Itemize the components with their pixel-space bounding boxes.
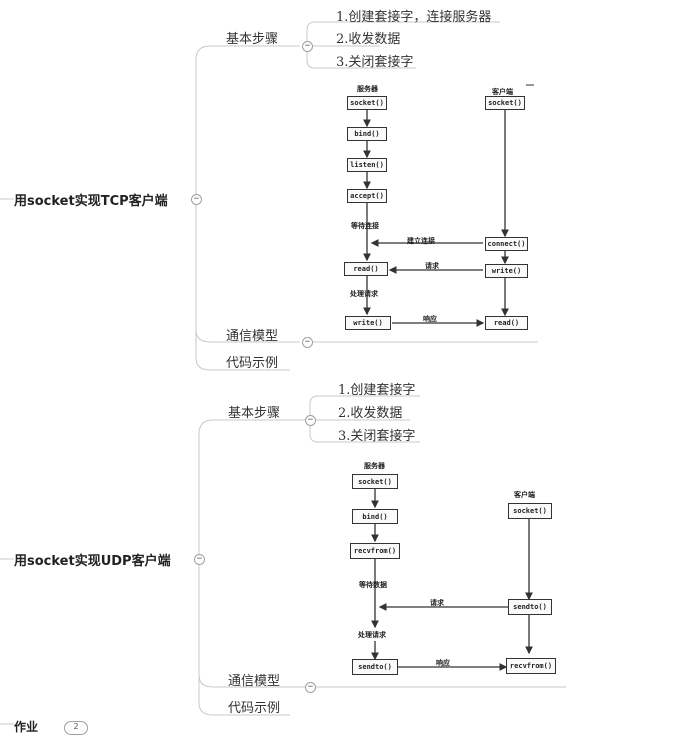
udp-server-sendto-node: sendto() xyxy=(352,659,398,675)
udp-model-toggle[interactable]: − xyxy=(305,682,316,693)
udp-server-recvfrom-node: recvfrom() xyxy=(350,543,400,559)
homework-collapsed-count[interactable]: 2 xyxy=(64,721,88,735)
tcp-step-3[interactable]: 3.关闭套接字 xyxy=(336,55,414,70)
tcp-client-title: 客户端 xyxy=(492,88,513,96)
tcp-example-label[interactable]: 代码示例 xyxy=(226,356,279,371)
udp-client-socket-node: socket() xyxy=(508,503,552,519)
tcp-topic[interactable]: 用socket实现TCP客户端 xyxy=(14,194,168,209)
tcp-server-title: 服务器 xyxy=(357,85,378,93)
udp-diagram-arrows xyxy=(371,489,533,671)
udp-request-label: 请求 xyxy=(430,599,444,607)
udp-step-3[interactable]: 3.关闭套接字 xyxy=(338,429,416,444)
tcp-steps-toggle[interactable]: − xyxy=(302,41,313,52)
tcp-client-read-node: read() xyxy=(485,316,528,330)
tcp-client-connect-node: connect() xyxy=(485,237,528,251)
udp-collapse-toggle[interactable]: − xyxy=(194,554,205,565)
tcp-model-label[interactable]: 通信模型 xyxy=(226,329,279,344)
udp-example-label[interactable]: 代码示例 xyxy=(228,701,281,716)
udp-step-2[interactable]: 2.收发数据 xyxy=(338,406,403,421)
tcp-steps-label[interactable]: 基本步骤 xyxy=(226,32,279,47)
udp-steps-label[interactable]: 基本步骤 xyxy=(228,406,281,421)
tcp-diagram: 服务器 客户端 socket() bind() listen() accept(… xyxy=(330,80,535,338)
udp-model-label[interactable]: 通信模型 xyxy=(228,674,281,689)
udp-step-1[interactable]: 1.创建套接字 xyxy=(338,383,416,398)
udp-wait-label: 等待数据 xyxy=(359,581,387,589)
udp-process-label: 处理请求 xyxy=(358,631,386,639)
tcp-server-accept-node: accept() xyxy=(347,189,387,203)
udp-client-sendto-node: sendto() xyxy=(508,599,552,615)
tcp-client-write-node: write() xyxy=(485,264,528,278)
udp-steps-toggle[interactable]: − xyxy=(305,415,316,426)
tcp-server-listen-node: listen() xyxy=(347,158,387,172)
homework-connector xyxy=(0,723,14,725)
tcp-server-bind-node: bind() xyxy=(347,127,387,141)
tcp-server-socket-node: socket() xyxy=(347,96,387,110)
tcp-connect-label: 建立连接 xyxy=(407,237,435,245)
tcp-diagram-arrows xyxy=(363,84,534,327)
udp-diagram: 服务器 客户端 socket() bind() recvfrom() sendt… xyxy=(340,455,565,683)
tcp-step-1[interactable]: 1.创建套接字，连接服务器 xyxy=(336,10,492,25)
tcp-collapse-toggle[interactable]: − xyxy=(191,194,202,205)
udp-server-title: 服务器 xyxy=(364,462,385,470)
tcp-step-2[interactable]: 2.收发数据 xyxy=(336,32,401,47)
tcp-request-label: 请求 xyxy=(425,262,439,270)
udp-topic[interactable]: 用socket实现UDP客户端 xyxy=(14,554,171,569)
tcp-model-toggle[interactable]: − xyxy=(302,337,313,348)
tcp-server-read-node: read() xyxy=(344,262,388,276)
udp-client-title: 客户端 xyxy=(514,491,535,499)
tcp-client-socket-node: socket() xyxy=(485,96,525,110)
tcp-wait-label: 等待连接 xyxy=(351,222,379,230)
udp-client-recvfrom-node: recvfrom() xyxy=(506,658,556,674)
tcp-process-label: 处理请求 xyxy=(350,290,378,298)
tcp-response-label: 响应 xyxy=(423,315,437,323)
udp-server-bind-node: bind() xyxy=(352,509,398,524)
tcp-server-write-node: write() xyxy=(345,316,391,330)
udp-server-socket-node: socket() xyxy=(352,474,398,489)
udp-response-label: 响应 xyxy=(436,659,450,667)
